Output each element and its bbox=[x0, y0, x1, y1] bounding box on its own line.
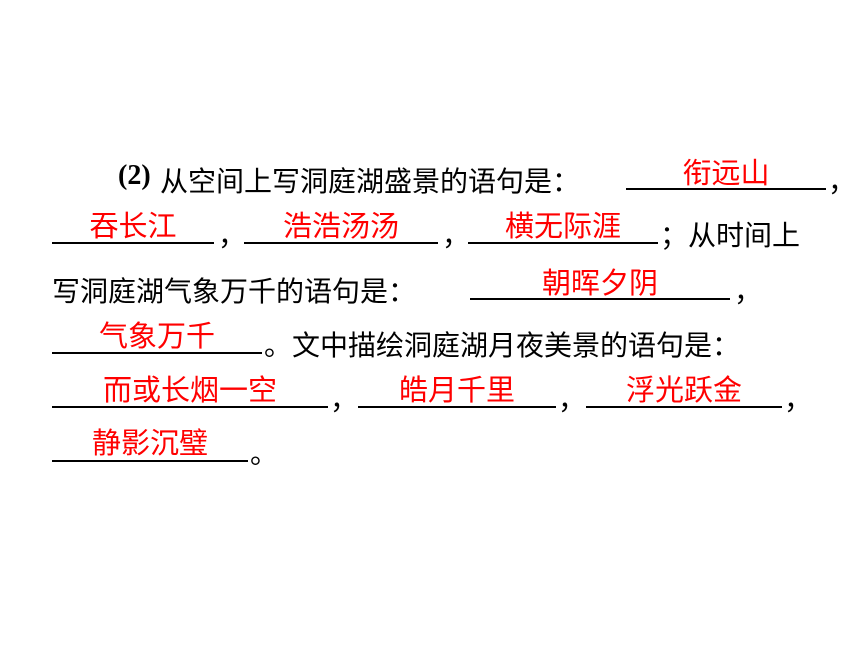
semicolon: ； bbox=[660, 219, 689, 252]
comma-4: ， bbox=[734, 275, 763, 308]
answer-moonlight-1: 而或长烟一空 bbox=[102, 373, 277, 407]
comma-1: ， bbox=[828, 165, 857, 198]
blank-moonlight-4[interactable] bbox=[52, 460, 248, 462]
blank-space-1[interactable] bbox=[626, 188, 826, 190]
comma-6: ， bbox=[558, 383, 587, 416]
comma-7: ， bbox=[784, 383, 813, 416]
period: 。 bbox=[250, 437, 279, 470]
answer-space-2: 吞长江 bbox=[89, 209, 177, 243]
comma-2: ， bbox=[218, 219, 247, 252]
blank-time-1[interactable] bbox=[470, 298, 730, 300]
question-line1-text: 从空间上写洞庭湖盛景的语句是： bbox=[160, 165, 581, 198]
blank-moonlight-2[interactable] bbox=[358, 406, 556, 408]
answer-moonlight-4: 静影沉璧 bbox=[91, 426, 208, 460]
answer-moonlight-3: 浮光跃金 bbox=[625, 373, 742, 407]
question-line2-tail: 从时间上 bbox=[688, 219, 801, 252]
question-line3-text: 写洞庭湖气象万千的语句是： bbox=[52, 275, 417, 308]
blank-space-3[interactable] bbox=[244, 242, 438, 244]
blank-moonlight-1[interactable] bbox=[52, 406, 328, 408]
blank-space-4[interactable] bbox=[468, 242, 658, 244]
blank-moonlight-3[interactable] bbox=[586, 406, 782, 408]
comma-5: ， bbox=[330, 383, 359, 416]
comma-3: ， bbox=[442, 219, 471, 252]
answer-space-1: 衔远山 bbox=[682, 156, 770, 190]
blank-space-2[interactable] bbox=[52, 242, 214, 244]
question-line4-text: 。文中描绘洞庭湖月夜美景的语句是： bbox=[264, 329, 741, 362]
answer-space-3: 浩浩汤汤 bbox=[282, 209, 399, 243]
answer-moonlight-2: 皓月千里 bbox=[398, 373, 515, 407]
answer-time-2: 气象万千 bbox=[98, 319, 215, 353]
blank-time-2[interactable] bbox=[52, 352, 262, 354]
answer-time-1: 朝晖夕阴 bbox=[541, 266, 658, 300]
answer-space-4: 横无际涯 bbox=[504, 209, 621, 243]
question-number: (2) bbox=[118, 160, 151, 191]
